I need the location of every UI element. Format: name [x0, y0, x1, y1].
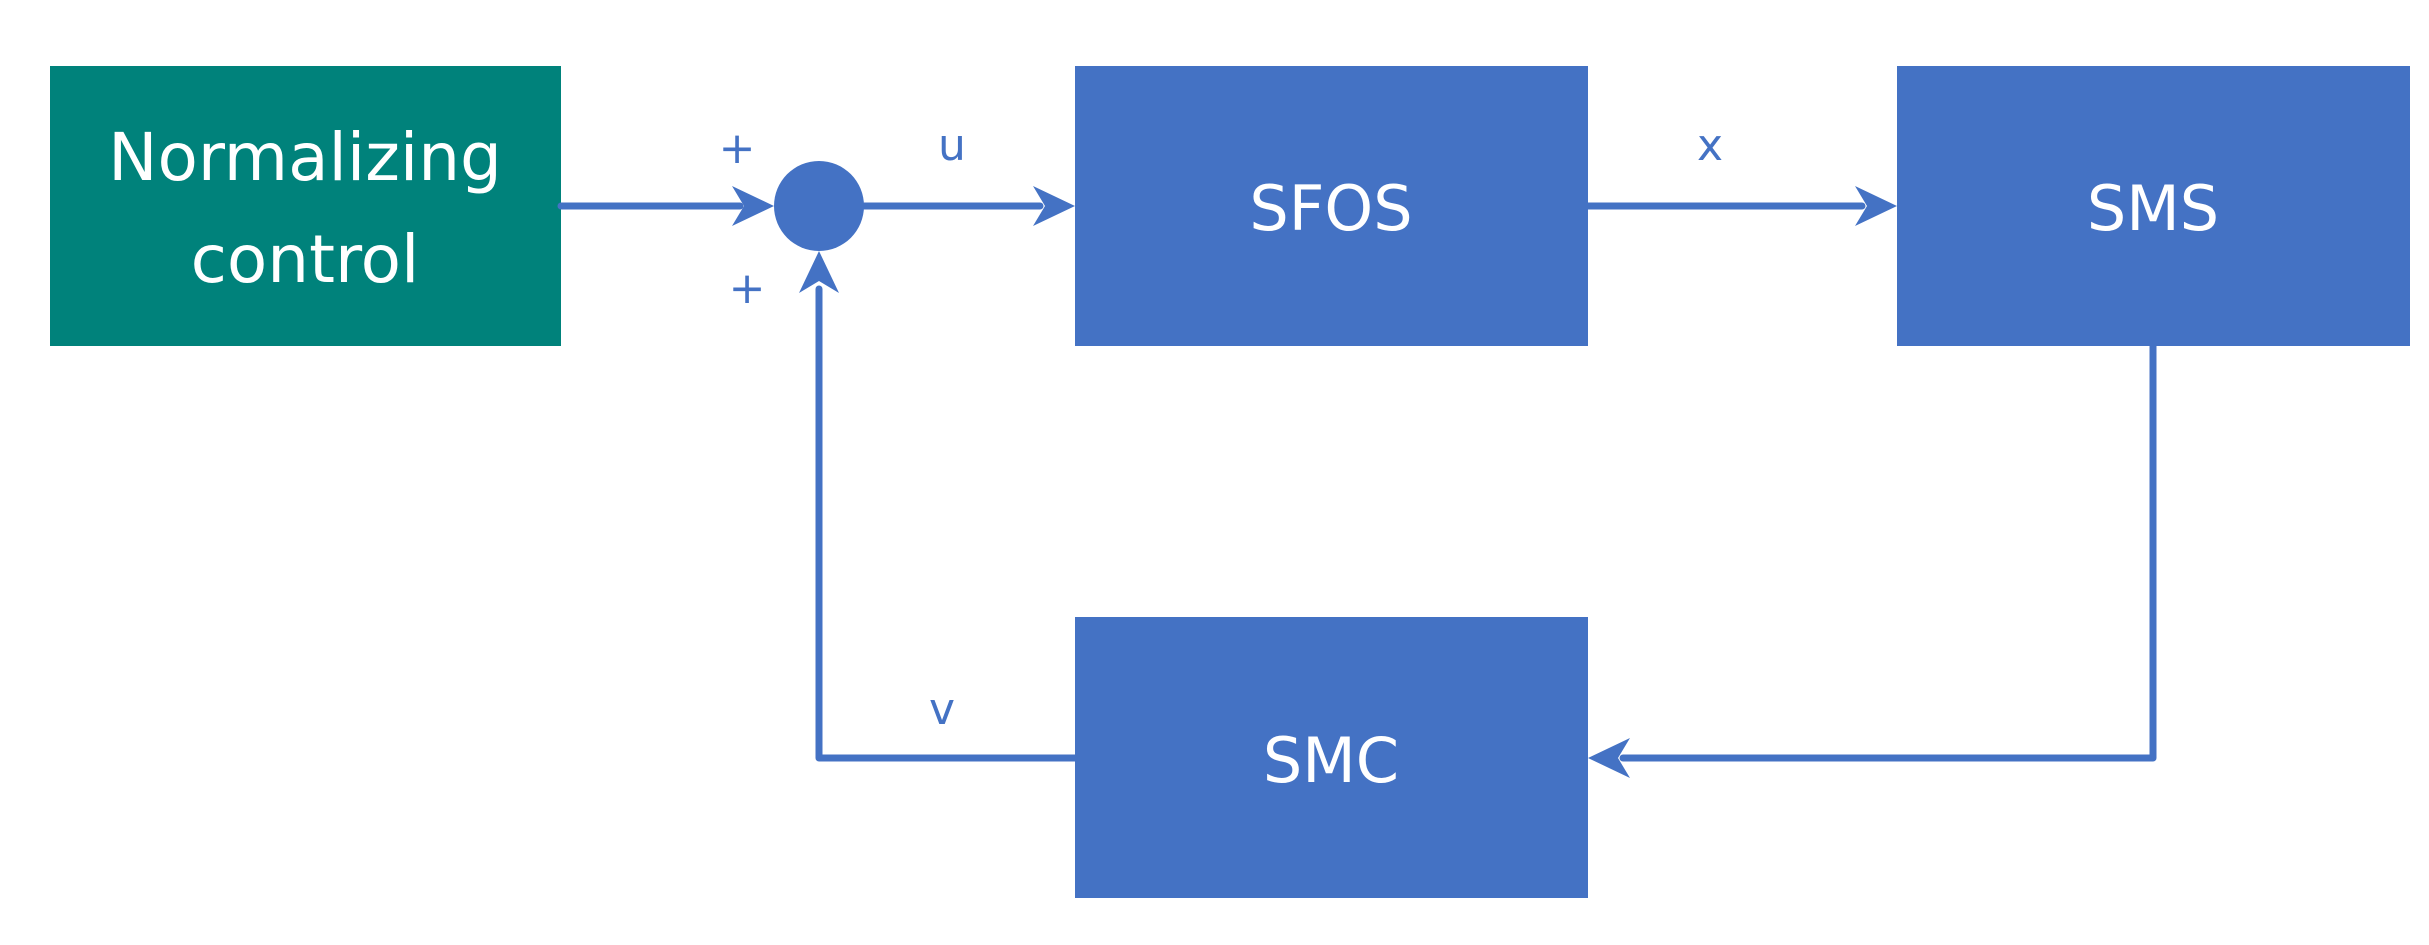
summing-sign-bottom: +	[729, 263, 766, 314]
normalizing-control-rect	[50, 66, 561, 346]
sms-block: SMS	[1897, 66, 2410, 346]
signal-x-label: x	[1697, 120, 1723, 171]
sfos-block: SFOS	[1075, 66, 1588, 346]
normalizing-control-block: Normalizing control	[50, 66, 561, 346]
sfos-label: SFOS	[1249, 172, 1412, 245]
normalizing-control-label-line1: Normalizing	[108, 119, 502, 196]
connector-junction-to-sfos	[860, 186, 1075, 226]
connector-normalizing-to-junction	[557, 186, 774, 226]
signal-u-label: u	[938, 120, 966, 171]
connector-sfos-to-sms	[1584, 186, 1897, 226]
signal-v-label: v	[929, 684, 955, 735]
smc-block: SMC	[1075, 617, 1588, 898]
arrowhead-icon	[799, 251, 839, 293]
arrowhead-icon	[1033, 186, 1075, 226]
summing-sign-top: +	[719, 123, 756, 174]
smc-rect	[1075, 617, 1588, 898]
sfos-rect	[1075, 66, 1588, 346]
connector-sms-to-smc	[1588, 342, 2157, 778]
summing-junction	[774, 161, 864, 251]
sms-rect	[1897, 66, 2410, 346]
arrowhead-icon	[1855, 186, 1897, 226]
normalizing-control-label-line2: control	[191, 221, 420, 298]
connector-smc-to-junction	[799, 251, 1079, 762]
sms-label: SMS	[2087, 172, 2219, 245]
arrowhead-icon	[1588, 738, 1630, 778]
arrowhead-icon	[732, 186, 774, 226]
smc-label: SMC	[1263, 724, 1399, 797]
